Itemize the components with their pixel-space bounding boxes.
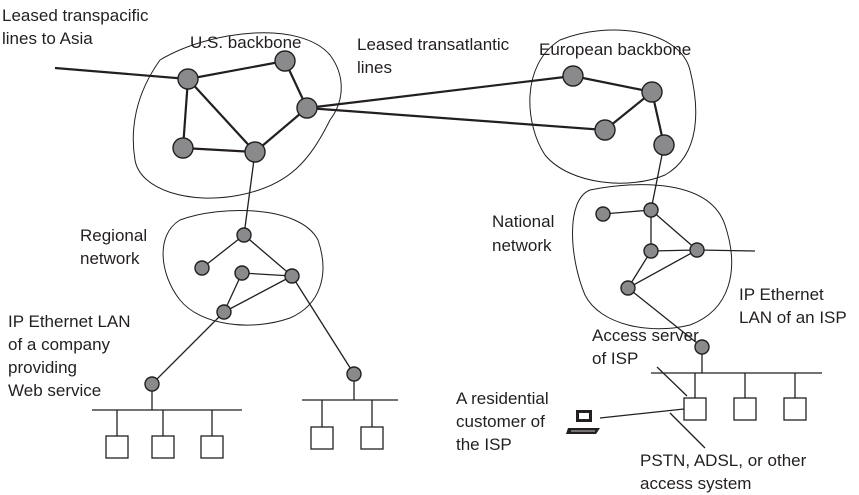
router-node xyxy=(234,265,250,281)
router-node xyxy=(274,50,296,72)
us-link xyxy=(254,107,308,153)
router-node xyxy=(194,260,210,276)
host-box xyxy=(200,435,224,459)
host-box xyxy=(733,397,757,421)
router-node xyxy=(172,137,194,159)
router-nodes xyxy=(144,50,710,392)
transpacific-label: Leased transpacific lines to Asia xyxy=(2,6,153,48)
isp-lan-label: IP Ethernet LAN of an ISP xyxy=(739,285,847,327)
regional-link xyxy=(291,275,355,375)
router-node xyxy=(689,242,705,258)
router-node xyxy=(643,202,659,218)
transatlantic-label: Leased transatlantic lines xyxy=(357,35,514,77)
router-node xyxy=(643,243,659,259)
national-link xyxy=(627,287,703,348)
national-link xyxy=(650,209,698,251)
us-link xyxy=(182,146,256,154)
european-backbone-label: European backbone xyxy=(539,40,691,59)
host-box xyxy=(783,397,807,421)
eu-to-national-link xyxy=(650,144,665,211)
router-node xyxy=(236,227,252,243)
european-backbone-cloud xyxy=(529,29,697,184)
router-node xyxy=(620,280,636,296)
regional-link xyxy=(243,234,293,277)
router-node xyxy=(562,65,584,87)
national-network-cloud xyxy=(572,184,732,330)
us-link xyxy=(187,78,256,153)
router-node xyxy=(346,366,362,382)
national-network-label: National network xyxy=(492,212,559,255)
host-box xyxy=(105,435,129,459)
residential-customer-label: A residential customer of the ISP xyxy=(456,389,553,454)
company-lan-label: IP Ethernet LAN of a company providing W… xyxy=(8,312,135,400)
us-backbone-label: U.S. backbone xyxy=(190,33,302,52)
transatlantic-line xyxy=(306,106,606,132)
national-link xyxy=(602,209,652,215)
us-to-regional-link xyxy=(243,151,256,236)
router-node xyxy=(144,376,160,392)
host-box xyxy=(310,426,334,450)
eu-link xyxy=(572,74,653,94)
us-backbone-cloud xyxy=(132,32,342,199)
host-box xyxy=(360,426,384,450)
transpacific-line xyxy=(54,66,189,81)
router-node xyxy=(595,206,611,222)
us-link xyxy=(181,78,190,149)
access-system-label: PSTN, ADSL, or other access system xyxy=(640,451,811,493)
router-node xyxy=(177,68,199,90)
computer-icon xyxy=(566,410,600,434)
host-box xyxy=(151,435,175,459)
regional-link xyxy=(241,272,293,277)
router-node xyxy=(594,119,616,141)
national-link xyxy=(696,249,756,252)
router-node xyxy=(694,339,710,355)
router-node xyxy=(284,268,300,284)
national-link xyxy=(627,249,698,289)
access-line xyxy=(599,408,685,419)
router-node xyxy=(216,304,232,320)
us-link xyxy=(187,59,286,81)
router-node xyxy=(244,141,266,163)
router-node xyxy=(641,81,663,103)
regional-link xyxy=(151,311,225,385)
transatlantic-line xyxy=(306,74,574,110)
access-system-pointer xyxy=(669,412,706,449)
router-node xyxy=(653,134,675,156)
access-server-label: Access server of ISP xyxy=(592,326,703,368)
regional-link xyxy=(201,234,245,269)
access-server-pointer xyxy=(656,366,688,397)
regional-network-cloud xyxy=(162,209,324,326)
regional-network-label: Regional network xyxy=(80,226,152,268)
access-server-box xyxy=(683,397,707,421)
regional-link xyxy=(223,275,293,313)
router-node xyxy=(296,97,318,119)
